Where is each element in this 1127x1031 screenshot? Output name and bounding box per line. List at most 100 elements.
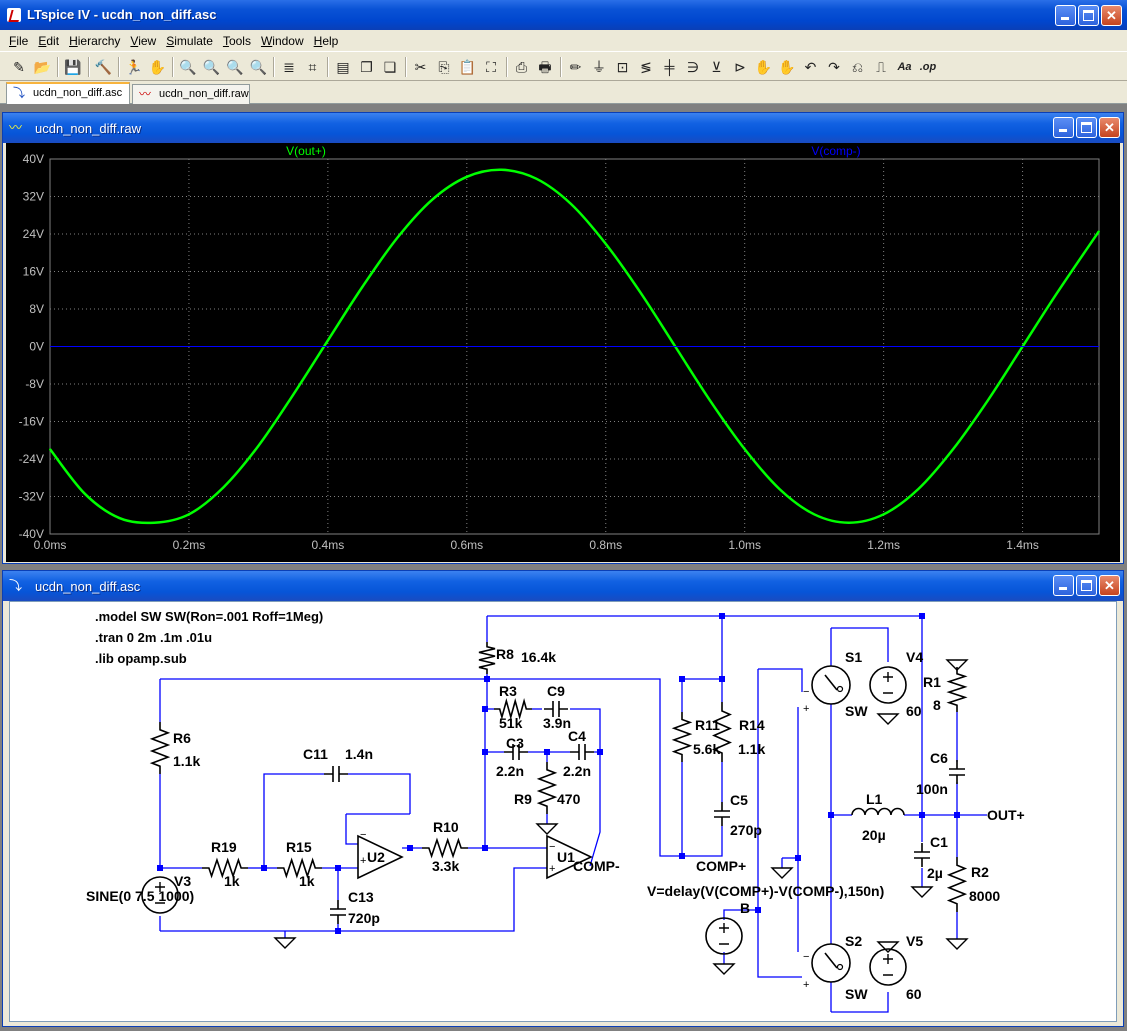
label-v4[interactable]: V4: [906, 649, 923, 665]
label-c6[interactable]: C6: [930, 750, 948, 766]
label-c5[interactable]: C5: [730, 792, 748, 808]
diode-button[interactable]: ⊻: [706, 56, 728, 78]
trace-label-0[interactable]: V(out+): [286, 144, 326, 158]
label-r15[interactable]: R15: [286, 839, 312, 855]
label-r10v[interactable]: 3.3k: [432, 858, 459, 874]
label-net-button[interactable]: ⊡: [612, 56, 634, 78]
wire[interactable]: [263, 773, 324, 868]
delete-trace-button[interactable]: ⌗: [302, 56, 324, 78]
label-c11v[interactable]: 1.4n: [345, 746, 373, 762]
schematic-close-button[interactable]: ✕: [1099, 575, 1120, 596]
label-r2v[interactable]: 8000: [969, 888, 1000, 904]
switch-s2[interactable]: [811, 943, 851, 983]
wire[interactable]: [345, 814, 358, 845]
menu-edit[interactable]: Edit: [33, 31, 64, 51]
voltage-source-v3[interactable]: [141, 876, 179, 914]
label-c13[interactable]: C13: [348, 889, 374, 905]
label-l1[interactable]: L1: [866, 791, 883, 807]
capacitor-c9[interactable]: [544, 701, 568, 717]
wire-fb[interactable]: [160, 678, 682, 857]
label-v3[interactable]: V3: [174, 873, 191, 889]
tile-horizontal-button[interactable]: ▤: [332, 56, 354, 78]
print-setup-button[interactable]: ⎙: [511, 56, 533, 78]
autorange-button[interactable]: ≣: [278, 56, 300, 78]
label-r14v[interactable]: 1.1k: [738, 741, 765, 757]
inductor-button[interactable]: ∋: [682, 56, 704, 78]
spice-directive[interactable]: .model SW SW(Ron=.001 Roff=1Meg): [95, 609, 323, 624]
schematic-minimize-button[interactable]: [1053, 575, 1074, 596]
redo-button[interactable]: ↷: [823, 56, 845, 78]
label-b[interactable]: B: [740, 900, 750, 916]
label-s1v[interactable]: SW: [845, 703, 868, 719]
label-c1v[interactable]: 2µ: [927, 865, 943, 881]
capacitor-c6[interactable]: [949, 760, 965, 784]
menu-tools[interactable]: Tools: [218, 31, 256, 51]
label-r3[interactable]: R3: [499, 683, 517, 699]
resistor-r11[interactable]: [671, 712, 693, 762]
capacitor-c3[interactable]: [504, 744, 528, 760]
label-r10[interactable]: R10: [433, 819, 459, 835]
tile-vertical-button[interactable]: ❏: [379, 56, 401, 78]
capacitor-c1[interactable]: [914, 843, 930, 867]
resistor-r15[interactable]: [277, 857, 322, 879]
label-r8[interactable]: R8: [496, 646, 514, 662]
print-button[interactable]: 🖶: [534, 56, 556, 78]
label-r2[interactable]: R2: [971, 864, 989, 880]
menu-file[interactable]: File: [4, 31, 33, 51]
resistor-r3[interactable]: [494, 698, 532, 720]
label-outp[interactable]: OUT+: [987, 807, 1025, 823]
series-0-line[interactable]: [49, 168, 1101, 525]
resistor-r1[interactable]: [946, 667, 968, 712]
label-c4v[interactable]: 2.2n: [563, 763, 591, 779]
menu-hierarchy[interactable]: Hierarchy: [64, 31, 125, 51]
label-c13v[interactable]: 720p: [348, 910, 380, 926]
waveform-maximize-button[interactable]: [1076, 117, 1097, 138]
label-r19[interactable]: R19: [211, 839, 237, 855]
label-r6v[interactable]: 1.1k: [173, 753, 200, 769]
wire[interactable]: [723, 909, 758, 920]
label-r1[interactable]: R1: [923, 674, 941, 690]
draw-wire-button[interactable]: ✏: [565, 56, 587, 78]
resistor-button[interactable]: ≶: [635, 56, 657, 78]
label-r3v[interactable]: 51k: [499, 715, 523, 731]
spice-directive-button[interactable]: .op: [917, 56, 939, 78]
move-button[interactable]: ✋: [753, 56, 775, 78]
label-c5v[interactable]: 270p: [730, 822, 762, 838]
zoom-fit-button[interactable]: 🔍: [248, 56, 270, 78]
label-v3v[interactable]: SINE(0 7.5 1000): [86, 888, 194, 904]
drag-button[interactable]: ✋: [776, 56, 798, 78]
wire[interactable]: [348, 773, 411, 814]
label-v5[interactable]: V5: [906, 933, 923, 949]
resistor-r8[interactable]: [478, 642, 496, 674]
capacitor-c4[interactable]: [570, 744, 594, 760]
zoom-out-button[interactable]: 🔍: [224, 56, 246, 78]
schematic-maximize-button[interactable]: [1076, 575, 1097, 596]
schematic-canvas[interactable]: .model SW SW(Ron=.001 Roff=1Meg).tran 0 …: [9, 601, 1117, 1022]
undo-button[interactable]: ↶: [800, 56, 822, 78]
label-c6v[interactable]: 100n: [916, 781, 948, 797]
open-button[interactable]: 📂: [32, 56, 54, 78]
wire[interactable]: [757, 669, 802, 978]
resistor-r19[interactable]: [202, 857, 248, 879]
wire[interactable]: [758, 668, 803, 692]
schematic-drawing[interactable]: .model SW SW(Ron=.001 Roff=1Meg).tran 0 …: [10, 602, 1118, 1023]
component-button[interactable]: ⊳: [729, 56, 751, 78]
resistor-r2[interactable]: [946, 857, 968, 912]
rotate-button[interactable]: ⎌: [847, 56, 869, 78]
waveform-minimize-button[interactable]: [1053, 117, 1074, 138]
label-r14[interactable]: R14: [739, 717, 765, 733]
cascade-button[interactable]: ❐: [356, 56, 378, 78]
wire[interactable]: [831, 992, 889, 1013]
label-c4[interactable]: C4: [568, 728, 586, 744]
label-r6[interactable]: R6: [173, 730, 191, 746]
resistor-r6[interactable]: [149, 722, 171, 774]
label-l1v[interactable]: 20µ: [862, 827, 886, 843]
label-c1[interactable]: C1: [930, 834, 948, 850]
label-c3v[interactable]: 2.2n: [496, 763, 524, 779]
find-button[interactable]: ⛶: [480, 56, 502, 78]
inductor-l1[interactable]: [851, 807, 905, 816]
wire[interactable]: [682, 678, 723, 702]
app-titlebar[interactable]: LTspice IV - ucdn_non_diff.asc ✕: [0, 0, 1127, 30]
app-maximize-button[interactable]: [1078, 5, 1099, 26]
